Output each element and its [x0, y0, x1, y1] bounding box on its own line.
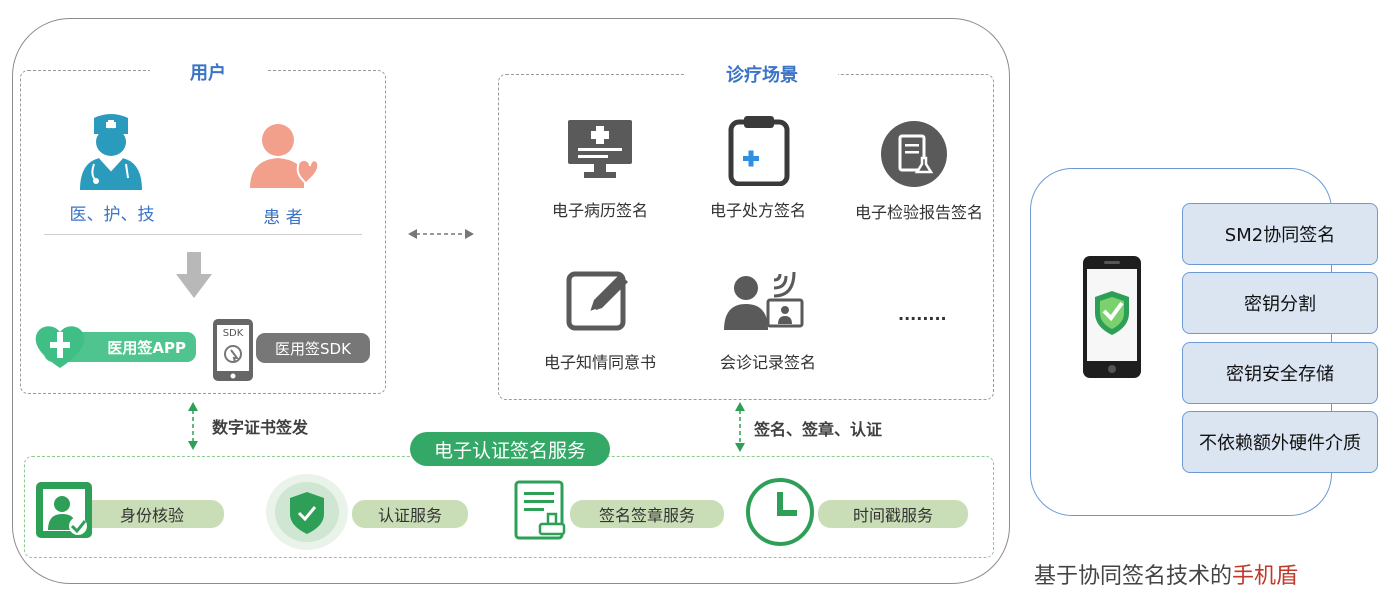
sign-seal-arrow — [734, 402, 746, 452]
feature-box-2: 密钥分割 — [1182, 272, 1378, 334]
service-pill-2: 认证服务 — [352, 500, 468, 528]
sdk-badge: SDK — [222, 328, 244, 339]
bidirectional-arrow — [408, 228, 474, 240]
id-verify-icon — [34, 480, 94, 540]
feature-box-1: SM2协同签名 — [1182, 203, 1378, 265]
scene-label-5: 会诊记录签名 — [719, 353, 816, 372]
mobile-phone-icon — [1082, 255, 1142, 379]
app-label: 医用签APP — [107, 338, 186, 357]
sdk-label: 医用签SDK — [275, 339, 351, 358]
sign-seal-label: 签名、签章、认证 — [754, 420, 883, 439]
timestamp-clock-icon — [744, 476, 816, 548]
caption-prefix: 基于协同签名技术的 — [1034, 564, 1233, 589]
scene-label-3: 电子检验报告签名 — [854, 203, 983, 222]
users-divider — [44, 234, 362, 235]
scene-label-2: 电子处方签名 — [709, 201, 806, 220]
sdk-pill: 医用签SDK — [256, 333, 370, 363]
services-title: 电子认证签名服务 — [410, 432, 610, 466]
users-title: 用户 — [150, 59, 266, 85]
caption-highlight: 手机盾 — [1232, 564, 1299, 589]
heart-app-icon — [34, 320, 86, 372]
auth-shield-icon — [264, 472, 350, 552]
patient-icon — [248, 120, 320, 190]
lab-report-icon — [880, 120, 948, 188]
consultation-icon — [722, 266, 808, 332]
scene-label-1: 电子病历签名 — [551, 201, 648, 220]
feature-box-4: 不依赖额外硬件介质 — [1182, 411, 1378, 473]
down-arrow-icon — [176, 252, 212, 298]
service-pill-4: 时间戳服务 — [818, 500, 968, 528]
cert-issue-label: 数字证书签发 — [212, 418, 309, 437]
doctor-label: 医、护、技 — [69, 205, 155, 225]
prescription-icon — [728, 116, 790, 186]
sdk-phone-icon — [212, 318, 254, 382]
consent-form-icon — [566, 268, 632, 332]
medical-record-icon — [566, 118, 634, 180]
sign-seal-icon — [514, 480, 570, 542]
doctor-icon — [74, 112, 148, 190]
scenes-title: 诊疗场景 — [686, 61, 838, 87]
cert-issue-arrow — [187, 402, 199, 450]
feature-box-3: 密钥安全存储 — [1182, 342, 1378, 404]
mobile-shield-caption: 基于协同签名技术的手机盾 — [1034, 558, 1298, 590]
service-pill-1: 身份核验 — [80, 500, 224, 528]
service-pill-3: 签名签章服务 — [570, 500, 724, 528]
main-frame — [12, 18, 1010, 584]
scene-label-4: 电子知情同意书 — [543, 353, 656, 372]
patient-label: 患 者 — [263, 208, 303, 228]
scene-more: ........ — [898, 305, 947, 324]
